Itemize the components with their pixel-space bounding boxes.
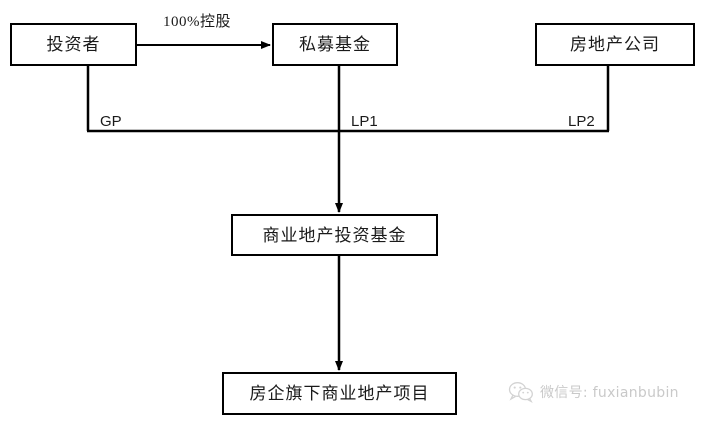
node-investor-label: 投资者: [46, 35, 101, 54]
node-pe-fund-label: 私募基金: [299, 35, 371, 54]
node-developer-commercial-project-label: 房企旗下商业地产项目: [249, 384, 430, 403]
edge-label-lp2: LP2: [568, 113, 595, 130]
node-investor[interactable]: 投资者: [10, 23, 137, 66]
watermark-text: 微信号: fuxianbubin: [540, 385, 679, 401]
edge-label-gp: GP: [100, 113, 122, 130]
node-realestate-company[interactable]: 房地产公司: [535, 23, 695, 66]
edge-label-holding: 100%控股: [163, 14, 231, 30]
watermark: 微信号: fuxianbubin: [508, 381, 679, 403]
node-commercial-realestate-fund[interactable]: 商业地产投资基金: [231, 214, 438, 256]
edge-label-lp1: LP1: [351, 113, 378, 130]
node-commercial-realestate-fund-label: 商业地产投资基金: [262, 225, 407, 245]
node-realestate-company-label: 房地产公司: [570, 35, 660, 54]
wechat-icon: [508, 382, 533, 403]
node-developer-commercial-project[interactable]: 房企旗下商业地产项目: [222, 372, 457, 415]
node-pe-fund[interactable]: 私募基金: [272, 23, 398, 66]
